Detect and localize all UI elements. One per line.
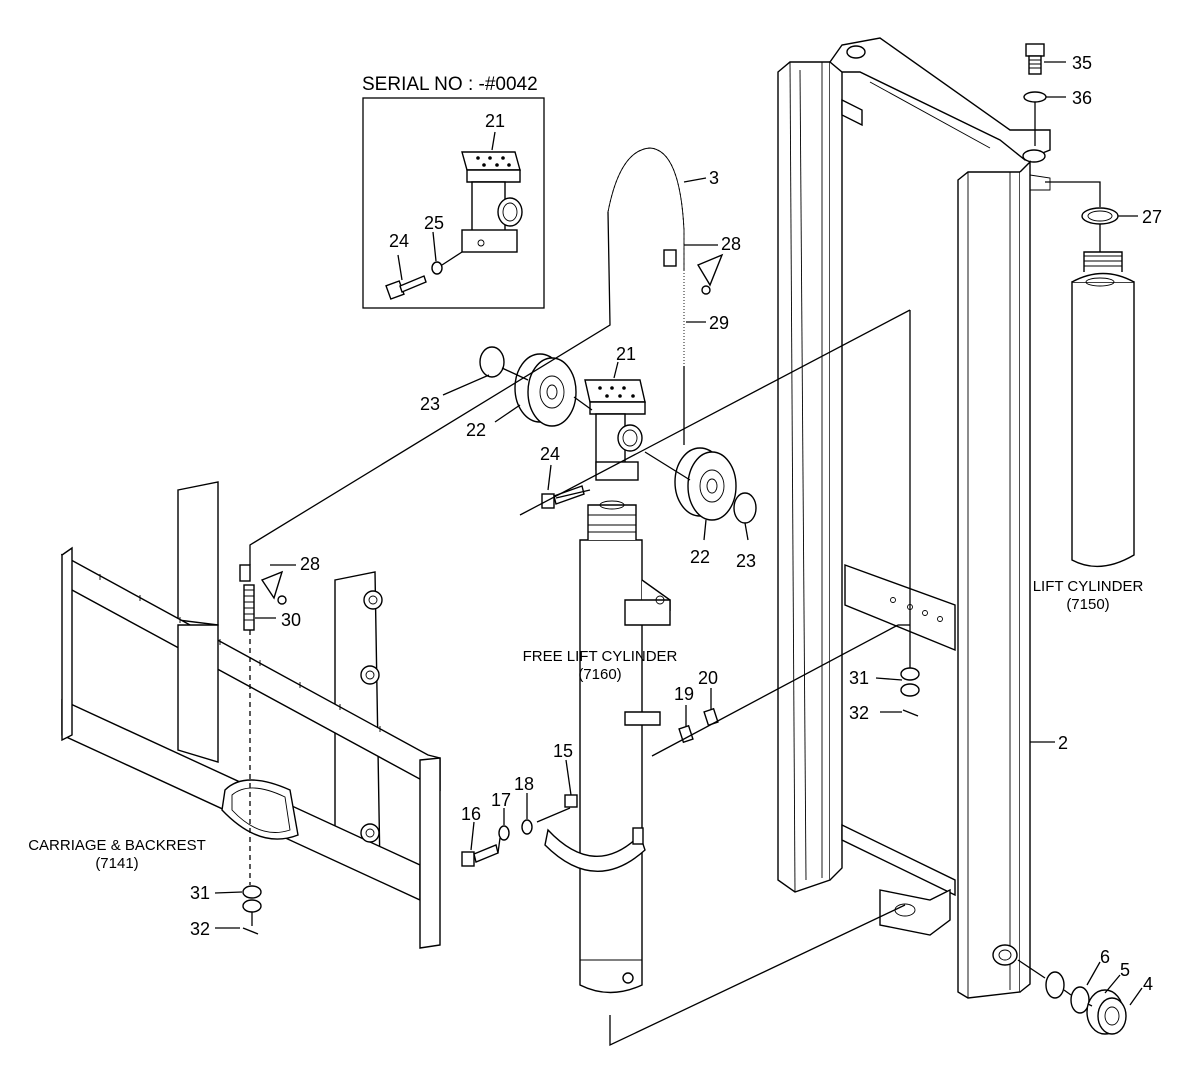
inset-washer-25 (431, 261, 443, 275)
callout-6: 6 (1100, 947, 1110, 967)
lift-cylinder-name: LIFT CYLINDER (1033, 578, 1144, 595)
callout-23-left: 23 (420, 394, 440, 414)
inset-chain-bracket (461, 151, 523, 253)
cotter-pin-32-mast (902, 709, 919, 717)
carriage-backrest-name: CARRIAGE & BACKREST (28, 837, 206, 854)
free-lift-cylinder-code: (7160) (578, 666, 621, 683)
callout-25: 25 (424, 213, 444, 233)
callout-28-carriage: 28 (300, 554, 320, 574)
callout-27: 27 (1142, 207, 1162, 227)
shim-6 (1045, 971, 1065, 999)
nuts-31-mast (900, 667, 920, 697)
shim-5 (1070, 986, 1090, 1014)
callout-24-inset: 24 (389, 231, 409, 251)
callout-15: 15 (553, 741, 573, 761)
serial-number-title: SERIAL NO : -#0042 (362, 74, 538, 95)
shim-19 (678, 724, 694, 744)
nuts-31-carriage (242, 885, 262, 913)
callout-23-right: 23 (736, 551, 756, 571)
callout-24: 24 (540, 444, 560, 464)
callout-30: 30 (281, 610, 301, 630)
sheave-bracket-21 (584, 379, 646, 481)
washer-17 (498, 825, 510, 841)
bolt-16 (461, 844, 499, 867)
lift-cylinder (1071, 251, 1135, 568)
carriage-backrest (60, 481, 441, 949)
callout-28-top: 28 (721, 234, 741, 254)
callout-leaders (214, 61, 1143, 1006)
shim-20 (703, 707, 719, 727)
sheave-left (514, 353, 577, 427)
callout-31-mast: 31 (849, 668, 869, 688)
callout-20: 20 (698, 668, 718, 688)
mast-frame (777, 37, 1051, 999)
lift-chain (607, 147, 685, 366)
callout-19: 19 (674, 684, 694, 704)
serial-inset-box: SERIAL NO : -#0042 (362, 74, 545, 309)
carriage-backrest-code: (7141) (95, 855, 138, 872)
callout-18: 18 (514, 774, 534, 794)
free-lift-cylinder-name: FREE LIFT CYLINDER (523, 648, 678, 665)
washer-36 (1023, 91, 1047, 103)
clamp-band-15 (544, 794, 646, 872)
free-lift-cylinder (579, 500, 671, 994)
lift-cylinder-code: (7150) (1066, 596, 1109, 613)
callout-21-inset: 21 (485, 111, 505, 131)
callout-36: 36 (1072, 88, 1092, 108)
callout-32-carriage: 32 (190, 919, 210, 939)
cotter-pin-32-carriage (242, 927, 259, 935)
inset-frame (362, 97, 545, 309)
callout-16: 16 (461, 804, 481, 824)
o-ring-27 (1081, 207, 1119, 225)
callout-32-mast: 32 (849, 703, 869, 723)
callout-4: 4 (1143, 974, 1153, 994)
bearing-4 (1086, 989, 1127, 1035)
chain-anchor-carriage (239, 564, 287, 631)
callout-22-left: 22 (466, 420, 486, 440)
callout-3: 3 (709, 168, 719, 188)
callout-2: 2 (1058, 733, 1068, 753)
callout-21: 21 (616, 344, 636, 364)
snap-ring-right (733, 492, 757, 524)
snap-ring-left (479, 346, 505, 378)
bolt-35 (1025, 43, 1045, 75)
callout-17: 17 (491, 790, 511, 810)
sheave-right (674, 447, 737, 521)
callout-5: 5 (1120, 960, 1130, 980)
washer-18 (521, 819, 533, 835)
callout-35: 35 (1072, 53, 1092, 73)
callout-29: 29 (709, 313, 729, 333)
callout-31-carriage: 31 (190, 883, 210, 903)
callout-22-right: 22 (690, 547, 710, 567)
inset-bolt-24 (385, 275, 427, 300)
chain-anchor-top (663, 249, 724, 295)
assembly-lines (249, 102, 1101, 1047)
